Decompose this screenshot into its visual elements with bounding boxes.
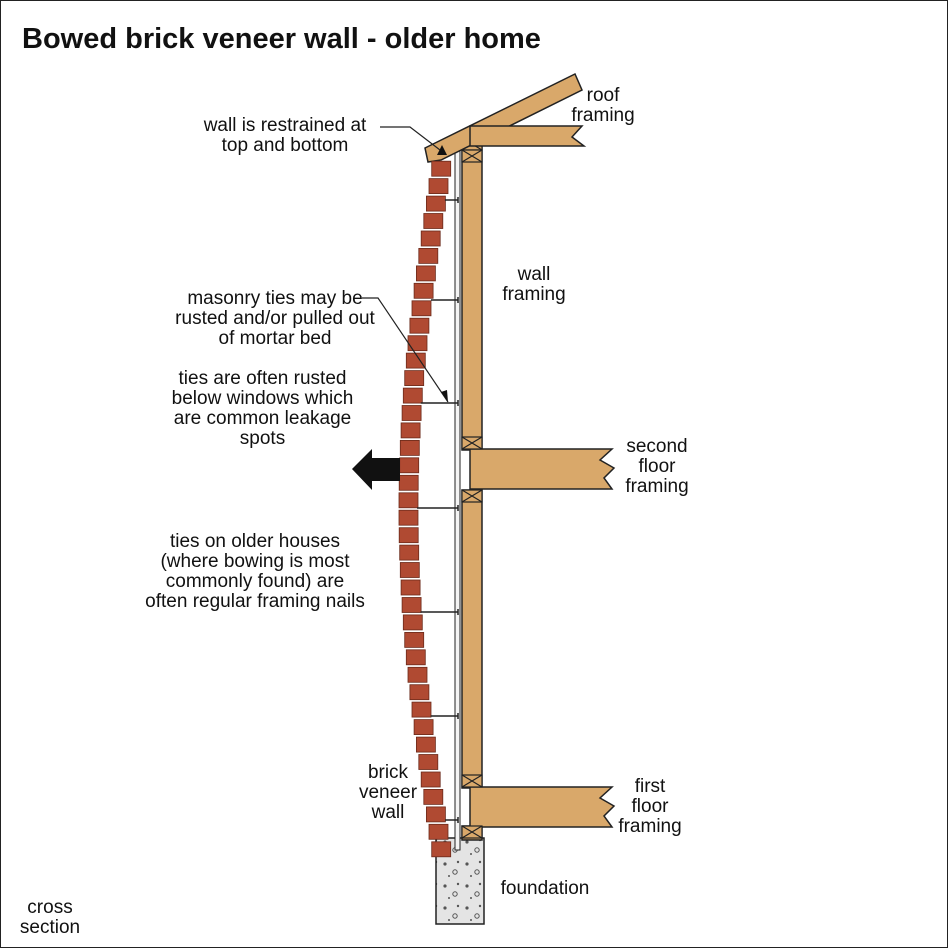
wall-stud-lower [461,489,483,789]
ceiling-joist [469,125,587,147]
brick [399,544,420,561]
brick [399,439,420,456]
wall-stud-upper [461,137,483,451]
brick [404,370,425,387]
label-foundation: foundation [500,878,590,899]
brick [418,247,439,264]
brick [398,492,419,509]
brick [423,213,444,229]
diagram-title: Bowed brick veneer wall - older home [22,23,541,55]
brick [405,649,426,666]
brick [415,265,436,282]
brick [401,597,422,613]
brick [425,806,446,823]
brick [407,666,428,683]
brick [409,317,430,334]
brick [420,771,441,788]
brick-veneer [398,160,452,858]
brick [400,422,421,439]
brick [415,736,436,753]
brick [407,335,428,352]
brick [418,754,439,770]
brick [425,195,446,212]
first-floor-joist [469,786,616,828]
brick [420,230,441,247]
brick [413,719,434,735]
brick [401,405,422,421]
brick [409,684,430,701]
brick [402,387,423,404]
roof-rafter [424,72,583,163]
brick [431,160,452,177]
brick [399,562,420,578]
brick [402,614,423,631]
brick [398,509,419,526]
brick [405,352,426,369]
brick [423,789,444,805]
brick [431,841,452,858]
brick [398,474,419,491]
second-floor-joist [469,448,616,490]
brick [428,823,449,840]
brick [411,300,432,317]
brick [404,632,425,648]
masonry-ties [417,197,459,823]
wall-sheathing [454,144,461,851]
brick [428,178,449,195]
label-older-houses: ties on older houses(where bowing is mos… [145,531,365,612]
brick [398,527,419,544]
leader-lines [362,126,449,403]
top-restraint-wedge [437,145,447,155]
brick [413,282,434,299]
brick [400,579,421,596]
tie-arrowhead [441,390,448,402]
brick [399,457,420,474]
brick [411,701,432,718]
bowing-direction-arrow [352,449,400,490]
